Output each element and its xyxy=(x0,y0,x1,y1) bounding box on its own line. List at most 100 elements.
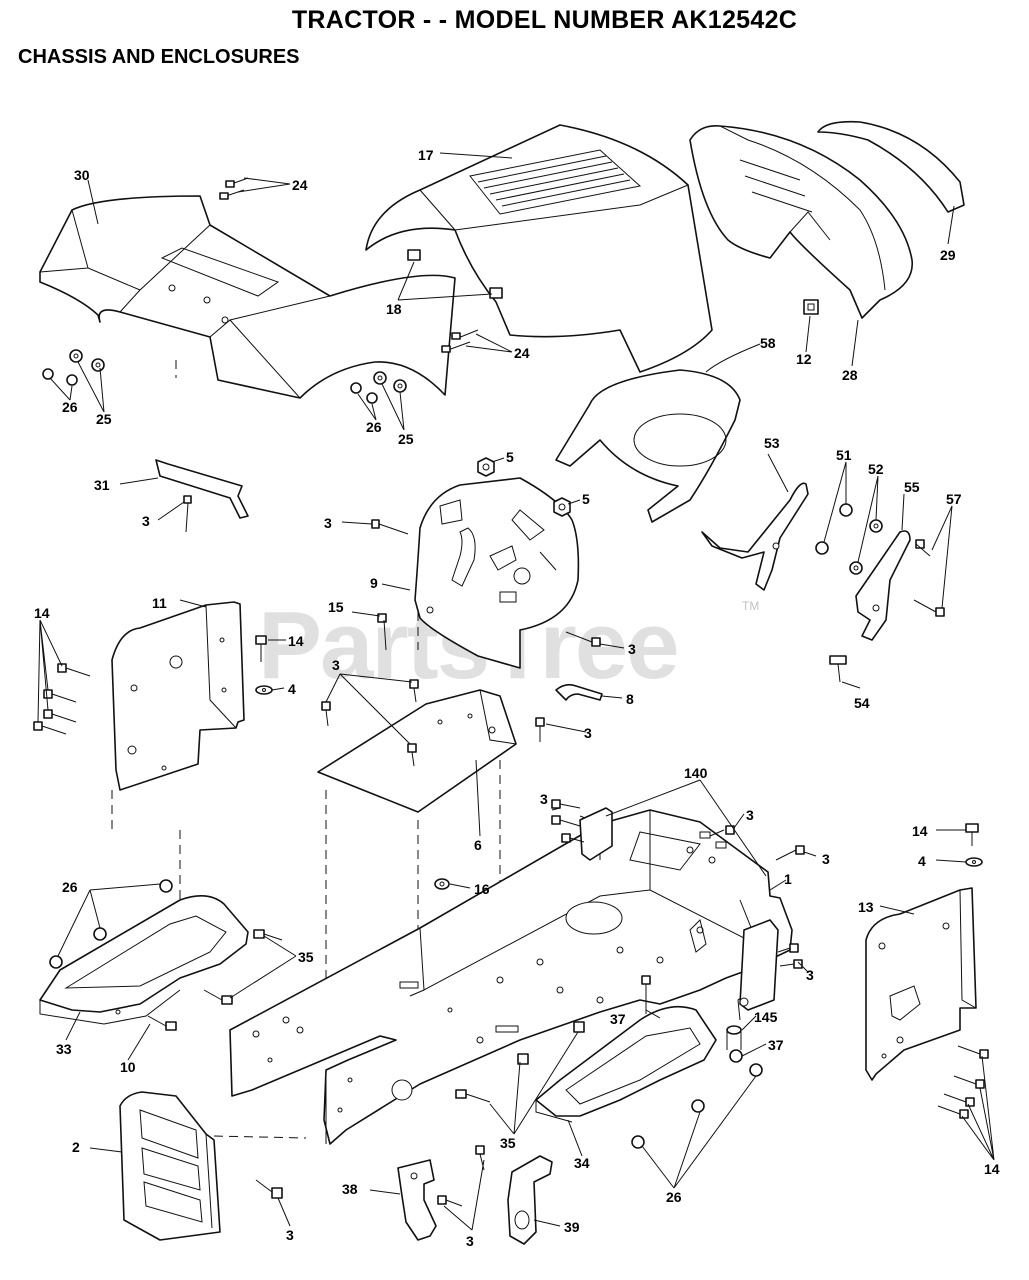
bolt-15[interactable] xyxy=(377,613,387,651)
callout-37: 37 xyxy=(610,1011,626,1027)
part-58-dash-panel[interactable] xyxy=(555,369,741,523)
callout-26: 26 xyxy=(62,399,78,415)
screw-3-d[interactable] xyxy=(535,717,545,742)
callout-9: 9 xyxy=(370,575,378,591)
part-9-dash[interactable] xyxy=(414,477,580,669)
callout-3: 3 xyxy=(540,791,548,807)
screw-3-c[interactable] xyxy=(565,631,601,647)
callout-5: 5 xyxy=(506,449,514,465)
part-12-clip[interactable] xyxy=(803,299,819,315)
bolt-37-a[interactable] xyxy=(641,975,651,1014)
callout-51: 51 xyxy=(836,447,852,463)
callout-5: 5 xyxy=(582,491,590,507)
callout-26: 26 xyxy=(366,419,382,435)
part-8-clip[interactable] xyxy=(555,683,603,701)
callout-3: 3 xyxy=(142,513,150,529)
callout-57: 57 xyxy=(946,491,962,507)
callout-54: 54 xyxy=(854,695,870,711)
callout-15: 15 xyxy=(328,599,344,615)
screw-3-b[interactable] xyxy=(371,519,409,535)
part-31-bracket[interactable] xyxy=(155,459,249,519)
callout-4: 4 xyxy=(288,681,296,697)
nut-37-b[interactable] xyxy=(729,1049,743,1063)
part-13-side-panel-right[interactable] xyxy=(865,887,977,1081)
watermark-trademark: TM xyxy=(742,599,759,613)
washer-4-left[interactable] xyxy=(255,685,273,695)
callout-14: 14 xyxy=(288,633,304,649)
bolt-54[interactable] xyxy=(829,655,847,683)
bolt-14-right-top[interactable] xyxy=(965,823,979,846)
callout-8: 8 xyxy=(626,691,634,707)
frame-bracket-front[interactable] xyxy=(579,807,613,861)
part-1-140-frame[interactable] xyxy=(229,809,793,1145)
callout-31: 31 xyxy=(94,477,110,493)
page-title: TRACTOR - - MODEL NUMBER AK12542C xyxy=(291,6,798,34)
callout-12: 12 xyxy=(796,351,812,367)
part-34-footrest-right[interactable] xyxy=(535,1005,717,1123)
screw-3-bottom[interactable] xyxy=(437,1145,485,1207)
callout-25: 25 xyxy=(398,431,414,447)
callout-26: 26 xyxy=(62,879,78,895)
callout-28: 28 xyxy=(842,367,858,383)
bolt-10[interactable] xyxy=(147,1015,177,1031)
section-subtitle: CHASSIS AND ENCLOSURES xyxy=(18,46,300,68)
callout-55: 55 xyxy=(904,479,920,495)
nut-26-right-footrest[interactable] xyxy=(631,1063,763,1149)
callout-3: 3 xyxy=(466,1233,474,1249)
part-16-grommet[interactable] xyxy=(434,878,450,890)
washer-4-right[interactable] xyxy=(965,857,983,867)
part-30-rear-fender[interactable] xyxy=(39,195,456,399)
callout-24: 24 xyxy=(292,177,308,193)
callout-52: 52 xyxy=(868,461,884,477)
bolt-35-center[interactable] xyxy=(455,1021,585,1103)
bolt-35-left[interactable] xyxy=(203,929,283,1005)
screw-3-a[interactable] xyxy=(183,495,192,533)
callout-35: 35 xyxy=(500,1135,516,1151)
part-2-plate[interactable] xyxy=(119,1091,221,1241)
part-55-bracket[interactable] xyxy=(855,530,911,641)
part-11-side-panel-left[interactable] xyxy=(111,601,245,791)
bolt-14-right-group[interactable] xyxy=(937,1045,989,1119)
screw-3-plate[interactable] xyxy=(255,1179,283,1199)
callout-3: 3 xyxy=(746,807,754,823)
callout-30: 30 xyxy=(74,167,90,183)
part-28-grille-housing[interactable] xyxy=(689,124,913,319)
part-17-hood[interactable] xyxy=(365,124,713,373)
part-33-footrest-left[interactable] xyxy=(39,895,249,1025)
callout-37: 37 xyxy=(768,1037,784,1053)
bolt-24-lower[interactable] xyxy=(441,329,479,353)
callout-29: 29 xyxy=(940,247,956,263)
nut-5-b[interactable] xyxy=(553,497,571,517)
callout-35: 35 xyxy=(298,949,314,965)
callout-3: 3 xyxy=(286,1227,294,1243)
screw-3-floor[interactable] xyxy=(321,679,419,767)
bolt-57[interactable] xyxy=(913,539,945,617)
nut-washer-25-26-right[interactable] xyxy=(350,371,407,404)
callout-4: 4 xyxy=(918,853,926,869)
callout-34: 34 xyxy=(574,1155,590,1171)
part-29-hood-insert[interactable] xyxy=(817,120,965,213)
screw-3-frame-group[interactable] xyxy=(551,799,805,969)
callout-17: 17 xyxy=(418,147,434,163)
part-39-bracket[interactable] xyxy=(507,1155,553,1245)
callout-16: 16 xyxy=(474,881,490,897)
part-145-spacer[interactable] xyxy=(726,1025,742,1050)
part-6-floor-plate[interactable] xyxy=(317,689,517,813)
part-38-bracket[interactable] xyxy=(397,1159,437,1241)
callout-14: 14 xyxy=(984,1161,1000,1177)
callout-53: 53 xyxy=(764,435,780,451)
nut-washer-25-26-left[interactable] xyxy=(42,349,105,386)
callout-10: 10 xyxy=(120,1059,136,1075)
nut-51[interactable] xyxy=(815,503,853,555)
bolt-14-left-group[interactable] xyxy=(33,663,91,735)
bolt-14-panel11[interactable] xyxy=(255,635,267,662)
frame-bracket-right[interactable] xyxy=(739,919,779,1011)
part-53-bracket[interactable] xyxy=(701,482,809,591)
callout-14: 14 xyxy=(912,823,928,839)
nut-5-a[interactable] xyxy=(477,457,495,477)
callout-14: 14 xyxy=(34,605,50,621)
callout-39: 39 xyxy=(564,1219,580,1235)
callout-labels: 30 24 17 18 24 29 12 28 58 25 26 25 26 5… xyxy=(34,147,1000,1249)
callout-13: 13 xyxy=(858,899,874,915)
bolt-24-upper[interactable] xyxy=(219,177,249,200)
